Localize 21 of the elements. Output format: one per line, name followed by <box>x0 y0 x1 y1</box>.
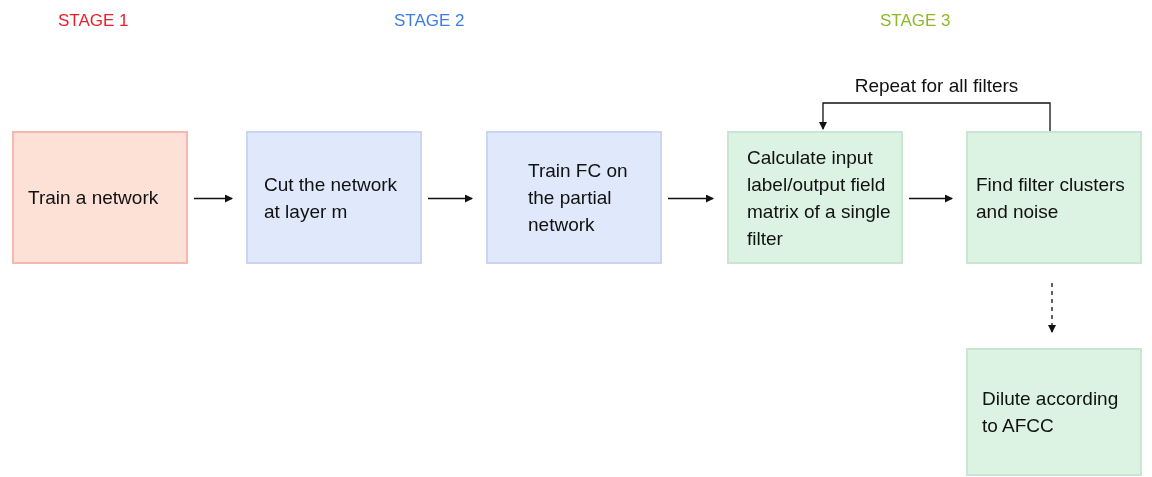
stage-label: STAGE 3 <box>880 10 951 32</box>
box-text: Dilute according to AFCC <box>982 387 1120 438</box>
arrow <box>427 194 473 203</box>
process-box <box>246 131 422 264</box>
arrow <box>819 102 1051 132</box>
stage-label: STAGE 1 <box>58 10 129 32</box>
arrow <box>1048 282 1056 333</box>
process-box <box>966 348 1142 476</box>
arrow <box>667 194 714 203</box>
arrow <box>908 194 953 203</box>
stage-label: STAGE 2 <box>394 10 465 32</box>
process-box <box>486 131 662 264</box>
process-box <box>12 131 188 264</box>
arrow <box>193 194 233 203</box>
box-text: Cut the network at layer m <box>264 172 399 224</box>
box-text: Calculate input label/output field matrix of a single filter <box>747 145 892 251</box>
box-text: Find filter clusters and noise <box>976 172 1126 224</box>
box-text: Train a network <box>28 186 160 210</box>
process-box <box>727 131 903 264</box>
process-box <box>966 131 1142 264</box>
box-text: Train FC on the partial network <box>528 159 629 237</box>
